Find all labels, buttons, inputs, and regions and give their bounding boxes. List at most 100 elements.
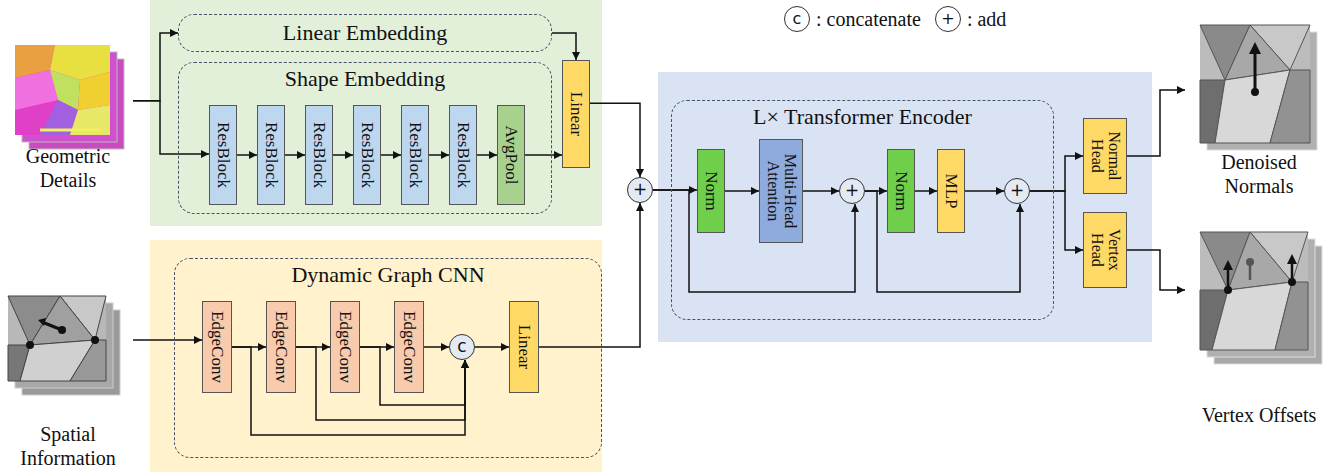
- layer-block: Vertex Head: [1083, 212, 1127, 288]
- connector-arrow: [429, 154, 449, 156]
- node-label: Vertex Head: [1088, 216, 1122, 284]
- node-label: +: [628, 178, 652, 201]
- connector-arrow: [1127, 250, 1185, 290]
- connector-arrow: [381, 154, 401, 156]
- layer-block: Normal Head: [1083, 118, 1127, 194]
- module-box: Linear Embedding: [178, 14, 552, 52]
- connector-arrow: [133, 339, 202, 341]
- figure-node: Spatial Information: [3, 295, 133, 470]
- figure-node: Denoised Normals: [1185, 20, 1332, 198]
- green-panel: [150, 0, 602, 226]
- group-heading: Shape Embedding: [179, 63, 551, 91]
- figure-caption: Geometric Details: [3, 144, 133, 192]
- figure-node: Geometric Details: [3, 40, 133, 192]
- layer-block: Norm: [887, 149, 915, 233]
- vertex-offsets-figure: [1200, 232, 1322, 364]
- connector-arrow: [133, 33, 178, 101]
- figure-caption: Vertex Offsets: [1185, 403, 1332, 427]
- node-label: +: [1005, 179, 1029, 202]
- module-group: Dynamic Graph CNN EdgeConv EdgeConv EdgeCon…: [174, 258, 602, 458]
- layer-block: MLP: [937, 149, 965, 233]
- layer-block: ResBlock: [401, 105, 429, 205]
- module-group: Shape EmbeddingResBlock ResBlock ResBlock R…: [178, 62, 552, 214]
- node-label: EdgeConv: [208, 305, 226, 389]
- node-label: EdgeConv: [272, 305, 290, 389]
- connector-arrow: [237, 154, 257, 156]
- spatial-information-figure: [8, 296, 120, 395]
- operator-circle: +: [627, 177, 653, 203]
- connector-arrow: [285, 154, 305, 156]
- node-label: Linear Embedding: [179, 15, 551, 50]
- connector-arrow: [552, 33, 576, 60]
- connector-arrow: [333, 154, 353, 156]
- layer-block: ResBlock: [209, 105, 237, 205]
- node-label: ResBlock: [406, 109, 424, 201]
- layer-block: AvgPool: [497, 105, 525, 205]
- layer-block: Norm: [697, 149, 725, 233]
- symbol-key: c: [784, 6, 810, 32]
- connector-arrow: [803, 190, 839, 192]
- connector-arrow: [915, 190, 937, 192]
- connector-arrow: [133, 101, 209, 154]
- connector-arrow: [539, 203, 640, 347]
- symbol-meaning: : add: [967, 8, 1006, 31]
- node-label: Normal Head: [1088, 122, 1122, 190]
- layer-block: Multi-Head Attention: [759, 139, 803, 243]
- node-label: ResBlock: [358, 109, 376, 201]
- symbol-key: +: [935, 6, 961, 32]
- node-label: MLP: [942, 153, 960, 229]
- figure-caption: Denoised Normals: [1185, 150, 1332, 198]
- connector-arrow: [424, 346, 449, 348]
- node-label: Linear: [567, 64, 585, 164]
- operator-circle: c: [449, 334, 475, 360]
- blue-panel: [658, 72, 1152, 342]
- module-group: L× Transformer EncoderNorm Multi-Head Att…: [671, 100, 1054, 320]
- connector-arrow: [965, 190, 1004, 192]
- denoised-normals-figure: [1200, 25, 1317, 150]
- operator-circle: +: [1004, 178, 1030, 204]
- connector-arrow: [1127, 90, 1185, 156]
- connector-arrow: [525, 154, 562, 156]
- node-label: ResBlock: [262, 109, 280, 201]
- node-label: Norm: [892, 153, 910, 229]
- connector-arrow: [296, 347, 465, 420]
- figure-caption: Spatial Information: [3, 422, 133, 470]
- connector-arrow: [475, 346, 509, 348]
- layer-block: ResBlock: [257, 105, 285, 205]
- node-label: ResBlock: [454, 109, 472, 201]
- node-label: Linear: [515, 305, 533, 389]
- node-label: AvgPool: [502, 109, 520, 201]
- layer-block: EdgeConv: [330, 301, 360, 393]
- node-label: Multi-Head Attention: [764, 143, 798, 239]
- operator-circle: +: [839, 178, 865, 204]
- node-label: +: [840, 179, 864, 202]
- node-label: ResBlock: [310, 109, 328, 201]
- layer-block: ResBlock: [353, 105, 381, 205]
- group-heading: L× Transformer Encoder: [672, 101, 1053, 129]
- layer-block: Linear: [562, 60, 590, 168]
- node-label: c: [450, 335, 474, 358]
- node-label: EdgeConv: [400, 305, 418, 389]
- connector-arrow: [653, 190, 855, 292]
- layer-block: Linear: [509, 301, 539, 393]
- yellow-panel: [150, 240, 602, 472]
- figure-node: Vertex Offsets: [1185, 215, 1332, 427]
- connector-arrow: [590, 103, 640, 177]
- connector-arrow: [1030, 156, 1083, 191]
- geometric-details-figure: [15, 45, 124, 149]
- node-label: ResBlock: [214, 109, 232, 201]
- symbol-meaning: : concatenate: [816, 8, 921, 31]
- layer-block: ResBlock: [305, 105, 333, 205]
- node-label: Norm: [702, 153, 720, 229]
- group-heading: Dynamic Graph CNN: [175, 259, 601, 287]
- connector-arrow: [1030, 191, 1083, 250]
- node-label: EdgeConv: [336, 305, 354, 389]
- connector-arrow: [477, 154, 497, 156]
- layer-block: EdgeConv: [394, 301, 424, 393]
- layer-block: ResBlock: [449, 105, 477, 205]
- layer-block: EdgeConv: [266, 301, 296, 393]
